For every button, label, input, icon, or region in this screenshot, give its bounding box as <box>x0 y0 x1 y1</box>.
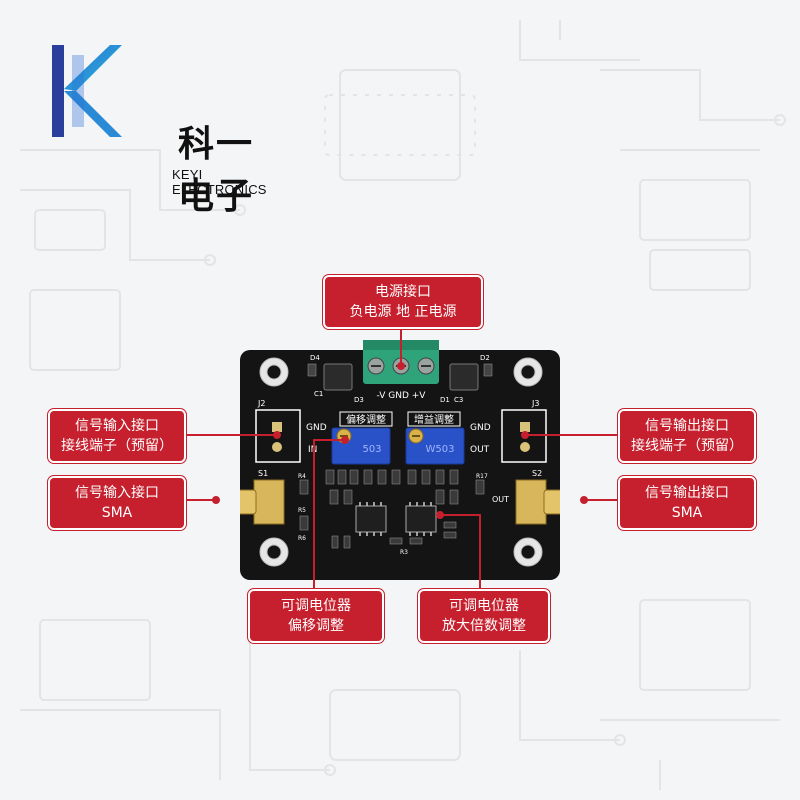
opamp-ic-left <box>355 505 387 533</box>
opamp-module-board: -V GND +V D4 D2 D3 D1 C1 C3 J2 GND IN J3… <box>240 340 560 580</box>
callout-input-terminal-title: 信号输入接口 <box>75 418 159 434</box>
silk-out-gnd: GND <box>470 423 491 433</box>
opamp-ic-right <box>405 505 437 533</box>
silk-s2: S2 <box>532 469 542 478</box>
capacitor-right <box>449 363 479 391</box>
silk-d1: D1 <box>440 396 450 404</box>
sma-s1-connector <box>240 489 257 515</box>
silk-r5: R5 <box>298 507 306 514</box>
brand-name-english: KEYI ELECTRONICS <box>172 167 267 197</box>
silk-r3: R3 <box>400 549 408 556</box>
gain-label-box <box>407 411 461 427</box>
callout-power-title: 电源接口 <box>375 284 431 300</box>
callout-input-terminal: 信号输入接口 接线端子（预留） <box>48 409 186 463</box>
callout-offset-pot-desc: 偏移调整 <box>288 618 344 634</box>
callout-output-terminal: 信号输出接口 接线端子（预留） <box>618 409 756 463</box>
silk-offset: 偏移调整 <box>346 413 386 426</box>
silk-s2-out: OUT <box>492 495 509 504</box>
callout-input-terminal-desc: 接线端子（预留） <box>61 438 173 454</box>
silk-d2: D2 <box>480 354 490 362</box>
silk-in-gnd: GND <box>306 423 327 433</box>
silk-j2: J2 <box>257 399 265 408</box>
silk-gain: 增益调整 <box>414 413 454 426</box>
keyi-k-logo-icon <box>52 45 122 137</box>
silk-rp-right: W503 <box>426 444 455 455</box>
callout-gain-pot-desc: 放大倍数调整 <box>442 618 526 634</box>
sma-s2-base <box>515 479 547 525</box>
power-terminal-block <box>363 340 439 384</box>
silk-power-labels: -V GND +V <box>377 391 427 401</box>
callout-output-terminal-title: 信号输出接口 <box>645 418 729 434</box>
silk-c1: C1 <box>314 390 323 398</box>
silk-out: OUT <box>470 445 490 455</box>
callout-output-terminal-desc: 接线端子（预留） <box>631 438 743 454</box>
silk-rp-left: 503 <box>362 444 381 455</box>
callout-input-sma-desc: SMA <box>101 505 133 521</box>
callout-power-interface: 电源接口 负电源 地 正电源 <box>323 275 483 329</box>
callout-gain-pot-title: 可调电位器 <box>449 598 519 614</box>
input-terminal-j2 <box>255 409 301 463</box>
callout-input-sma-title: 信号输入接口 <box>75 485 159 501</box>
sma-s2-connector <box>543 489 560 515</box>
silk-s1: S1 <box>258 469 268 478</box>
callout-input-sma: 信号输入接口 SMA <box>48 476 186 530</box>
pcb-body <box>240 350 560 580</box>
silk-r4: R4 <box>298 473 306 480</box>
output-terminal-j3 <box>501 409 547 463</box>
silk-j3: J3 <box>531 399 539 408</box>
callout-offset-pot: 可调电位器 偏移调整 <box>248 589 384 643</box>
sma-s1-base <box>253 479 285 525</box>
mounting-holes <box>259 357 543 567</box>
callout-output-sma: 信号输出接口 SMA <box>618 476 756 530</box>
offset-label-box <box>339 411 393 427</box>
callout-power-desc: 负电源 地 正电源 <box>349 304 457 320</box>
silk-d3: D3 <box>354 396 364 404</box>
callout-output-sma-title: 信号输出接口 <box>645 485 729 501</box>
silk-r6: R6 <box>298 535 306 542</box>
brand-name-chinese: 科一电子 <box>178 124 255 217</box>
brand-logo: 科一电子 KEYI ELECTRONICS <box>50 45 290 217</box>
callout-offset-pot-title: 可调电位器 <box>281 598 351 614</box>
silk-r17: R17 <box>476 473 488 480</box>
silk-d4: D4 <box>310 354 320 362</box>
silk-c3: C3 <box>454 396 463 404</box>
silk-in: IN <box>308 445 317 455</box>
callout-output-sma-desc: SMA <box>671 505 703 521</box>
capacitor-left <box>323 363 353 391</box>
callout-gain-pot: 可调电位器 放大倍数调整 <box>418 589 550 643</box>
